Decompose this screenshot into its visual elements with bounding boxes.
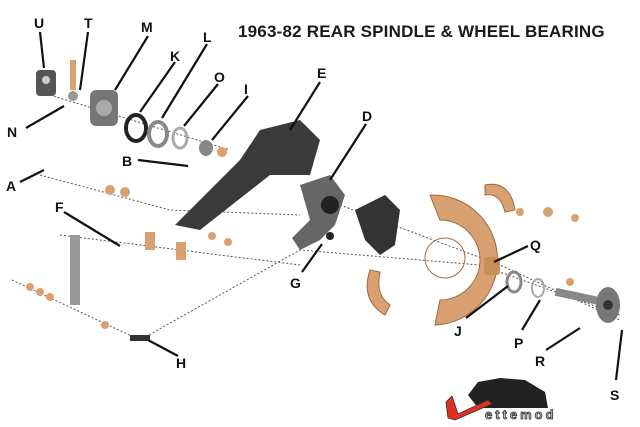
part-small-bolts bbox=[26, 185, 579, 329]
label-i: I bbox=[244, 81, 248, 97]
part-e-trailing-arm bbox=[175, 120, 320, 230]
svg-text:ettemod: ettemod bbox=[485, 407, 557, 422]
part-backing-plate bbox=[355, 195, 400, 255]
part-p-shim bbox=[531, 278, 545, 298]
label-e: E bbox=[317, 65, 326, 81]
label-r: R bbox=[535, 353, 545, 369]
vettemod-logo: ettemod bbox=[445, 378, 557, 422]
part-brake-shoe-lower bbox=[366, 269, 391, 316]
label-a: A bbox=[6, 178, 16, 194]
part-d-spindle-support bbox=[292, 175, 345, 250]
diagram-title: 1963-82 REAR SPINDLE & WHEEL BEARING bbox=[238, 22, 605, 41]
label-o: O bbox=[214, 69, 225, 85]
label-p: P bbox=[514, 335, 523, 351]
part-f-shock bbox=[70, 235, 80, 305]
part-o-ring bbox=[171, 126, 189, 150]
label-k: K bbox=[170, 48, 180, 64]
part-h-rod-end bbox=[130, 335, 150, 341]
part-brake-shoe-upper bbox=[484, 183, 516, 213]
part-u-bracket bbox=[36, 70, 56, 96]
label-b: B bbox=[122, 153, 132, 169]
part-r-spindle bbox=[554, 287, 606, 307]
part-s-hub bbox=[596, 287, 620, 323]
label-m: M bbox=[141, 19, 153, 35]
label-h: H bbox=[176, 355, 186, 371]
label-g: G bbox=[290, 275, 301, 291]
part-i-nut bbox=[199, 140, 227, 157]
part-brake-shield bbox=[424, 194, 499, 326]
label-s: S bbox=[610, 387, 619, 403]
part-t-bolt bbox=[68, 60, 78, 101]
label-u: U bbox=[34, 15, 44, 31]
label-l: L bbox=[203, 29, 212, 45]
part-k-seal bbox=[124, 113, 148, 143]
label-j: J bbox=[454, 323, 462, 339]
part-j-bearing bbox=[505, 270, 523, 294]
label-q: Q bbox=[530, 237, 541, 253]
label-n: N bbox=[7, 124, 17, 140]
part-l-bearing bbox=[147, 120, 169, 148]
label-f: F bbox=[55, 199, 64, 215]
label-d: D bbox=[362, 108, 372, 124]
callouts: U T M K L O I E D N B A F G Q J P R S H bbox=[6, 15, 624, 403]
label-t: T bbox=[84, 15, 93, 31]
part-m-housing bbox=[90, 90, 118, 126]
